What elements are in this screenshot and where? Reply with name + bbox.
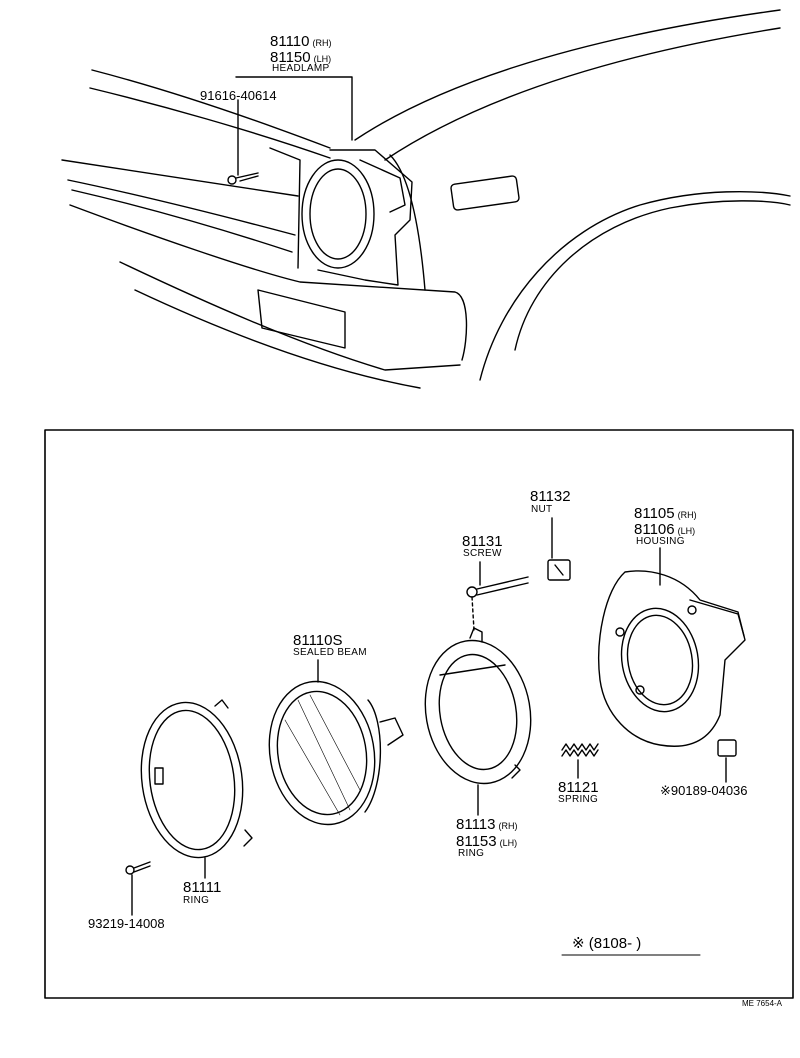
headlamp-lh-part: 81150 xyxy=(270,49,311,66)
outer-ring-name-label: RING xyxy=(183,895,210,906)
vehicle-front-view xyxy=(62,10,790,388)
headlamp-lh-tag: (LH) xyxy=(313,54,332,64)
inner-ring-rh-part: 81113 xyxy=(456,816,496,833)
panel-line xyxy=(270,148,300,268)
inner-ring-rh-label: 81113(RH) xyxy=(456,817,518,832)
inner-ring-lh-tag: (LH) xyxy=(499,838,518,848)
screw-81131 xyxy=(467,577,528,630)
housing-81105 xyxy=(599,571,745,746)
spring-81121 xyxy=(562,744,598,756)
hood-edge xyxy=(92,70,330,148)
note-label: ※ (8108- ) xyxy=(572,936,641,951)
nut-part-label: 81132 xyxy=(530,488,571,505)
exploded-view-frame xyxy=(45,430,793,998)
note-symbol: ※ xyxy=(572,935,585,952)
sealed-beam-name-label: SEALED BEAM xyxy=(293,647,367,658)
bumper-bottom xyxy=(120,262,460,370)
housing-lh-part: 81106 xyxy=(634,521,675,538)
screw-small-part-label: 93219-14008 xyxy=(88,916,165,931)
grille-mid xyxy=(68,180,295,235)
housing-lh-label: 81106(LH) xyxy=(634,522,695,537)
spring-part-label: 81121 xyxy=(558,779,599,796)
housing-rh-label: 81105(RH) xyxy=(634,506,697,521)
outer-ring-part-label: 81111 xyxy=(183,879,222,896)
grille-low xyxy=(72,190,292,252)
clip-part-label: ※90189-04036 xyxy=(660,783,748,798)
screw-part-label: 81131 xyxy=(462,533,503,550)
housing-rh-part: 81105 xyxy=(634,505,675,522)
screw-name-label: SCREW xyxy=(463,548,502,559)
fender-arc xyxy=(480,192,790,380)
headlamp-bracket xyxy=(360,160,405,212)
screw-93219 xyxy=(126,862,150,874)
bolt-part-label: 91616-40614 xyxy=(200,88,277,103)
inner-ring-name-label: RING xyxy=(458,848,485,859)
note-range: (8108- ) xyxy=(588,935,642,952)
side-marker-lamp xyxy=(451,176,520,211)
outer-ring-81111 xyxy=(132,696,253,864)
inner-ring-81113 xyxy=(414,628,541,792)
headlamp-lens-inner xyxy=(310,169,366,259)
headlamp-housing xyxy=(318,150,412,285)
fender-inner xyxy=(515,201,790,350)
headlamp-rh-label: 81110(RH) xyxy=(270,34,332,49)
housing-lh-tag: (LH) xyxy=(677,526,696,536)
housing-name-label: HOUSING xyxy=(636,536,685,547)
sealed-beam-part-label: 81110S xyxy=(293,632,343,649)
clip-90189 xyxy=(718,740,736,756)
grille-top xyxy=(62,160,298,196)
headlamp-rh-part: 81110 xyxy=(270,33,310,50)
sealed-beam-81110S xyxy=(258,673,403,833)
spring-name-label: SPRING xyxy=(558,794,599,805)
housing-rh-tag: (RH) xyxy=(677,510,697,520)
inner-ring-rh-tag: (RH) xyxy=(498,821,518,831)
fender-side xyxy=(390,155,425,290)
headlamp-lens xyxy=(302,160,374,268)
bumper-top xyxy=(70,205,466,360)
headlamp-lh-label: 81150(LH) xyxy=(270,50,331,65)
hood-top-curve-2 xyxy=(385,28,780,160)
inner-ring-lh-label: 81153(LH) xyxy=(456,834,517,849)
bolt-91616 xyxy=(228,173,258,184)
headlamp-rh-tag: (RH) xyxy=(312,38,332,48)
nut-name-label: NUT xyxy=(531,504,553,515)
leader-headlamp xyxy=(236,77,352,140)
footer-code: ME 7654-A xyxy=(742,999,783,1008)
hood-line-2 xyxy=(90,88,330,158)
inner-ring-lh-part: 81153 xyxy=(456,833,497,850)
headlamp-name: HEADLAMP xyxy=(272,63,330,74)
license-plate xyxy=(258,290,345,348)
hood-top-curve xyxy=(355,10,780,140)
nut-81132 xyxy=(548,560,570,580)
bumper-lower xyxy=(135,290,420,388)
